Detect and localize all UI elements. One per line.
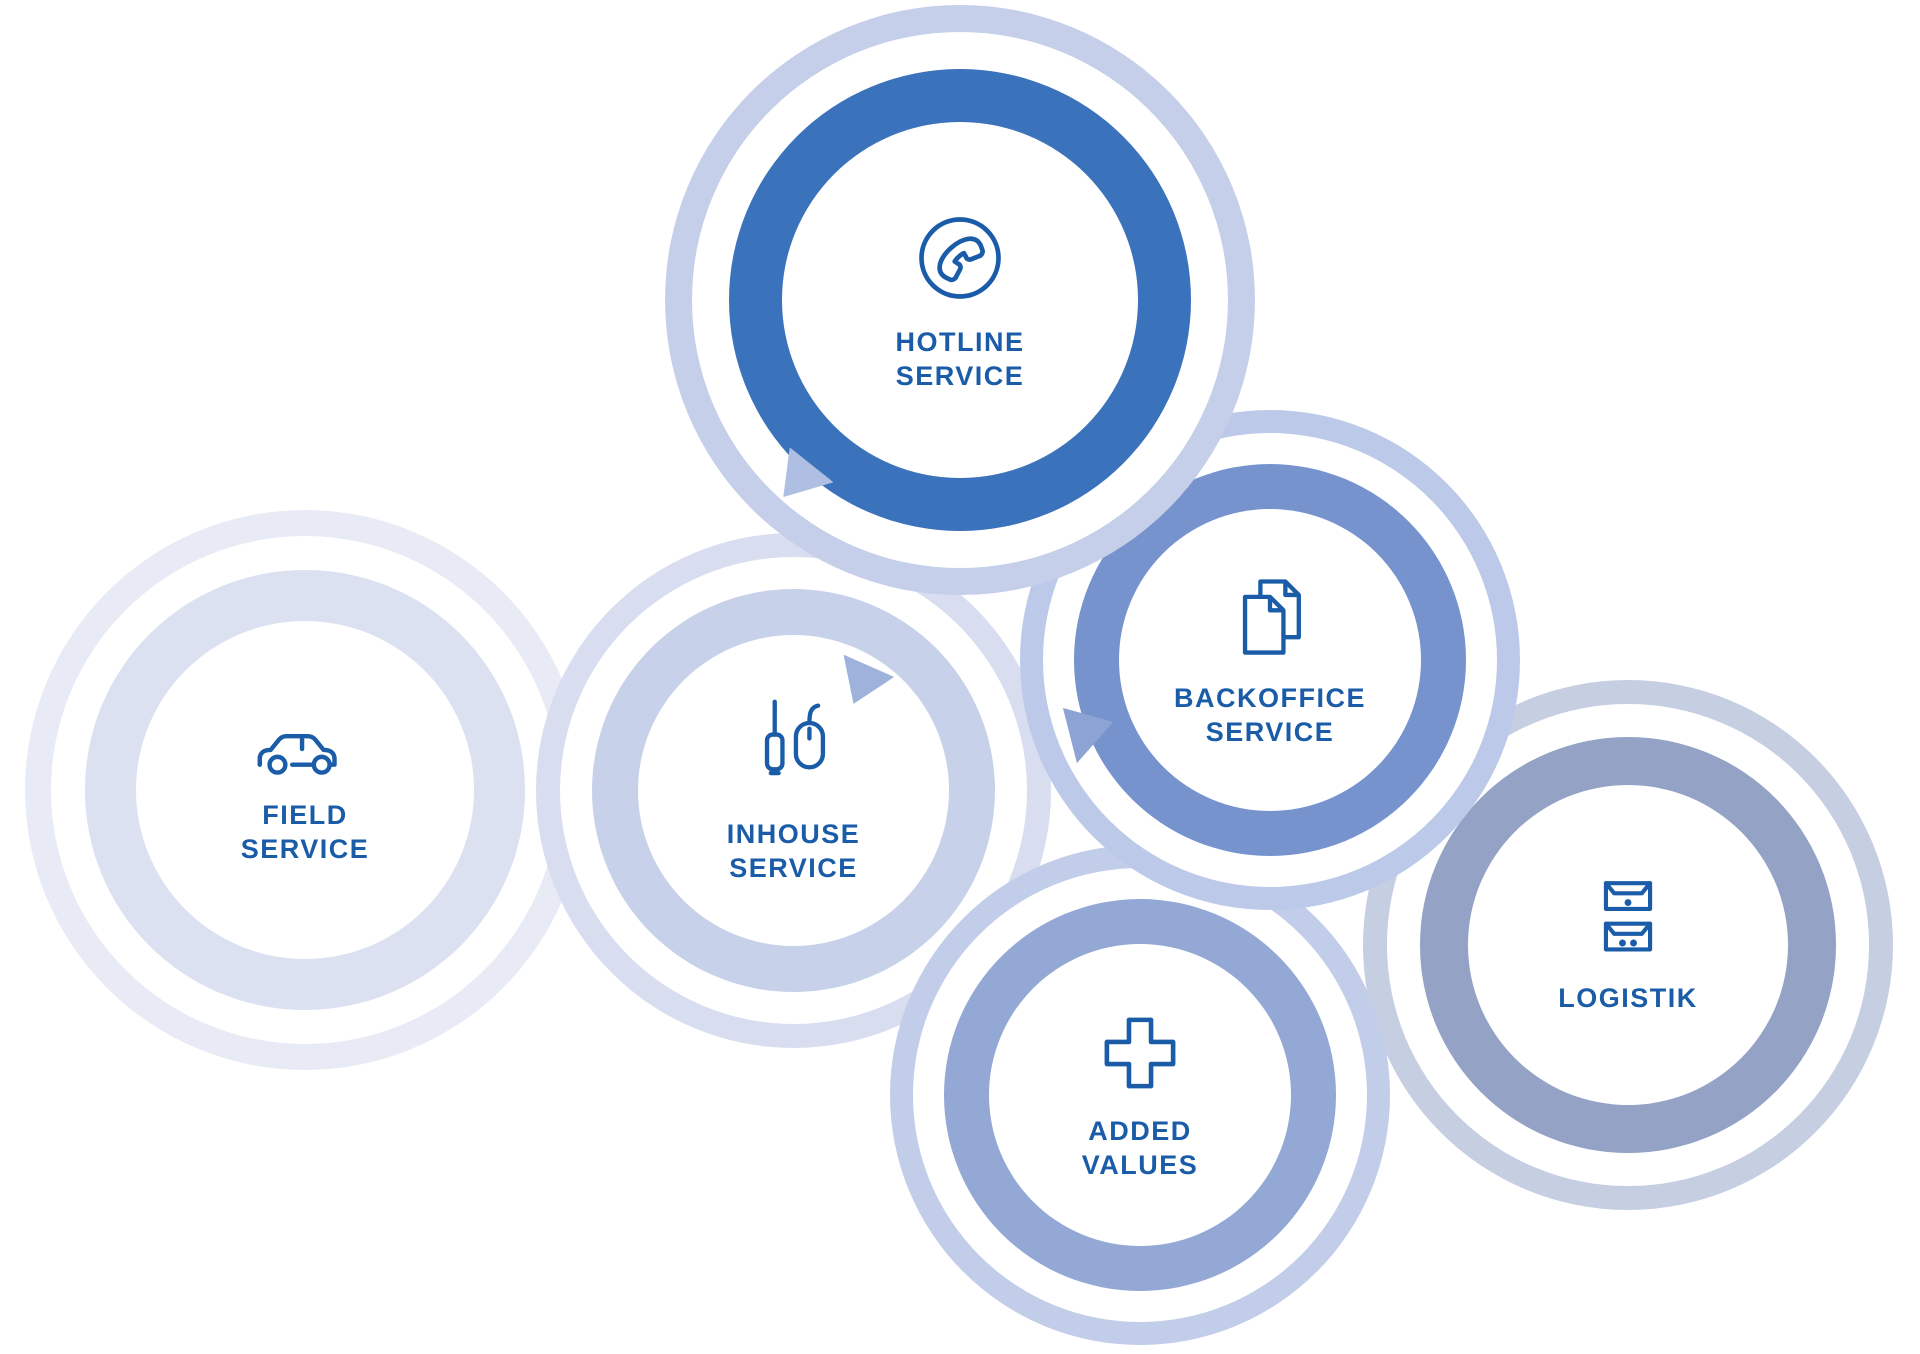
service-circle-added-values: ADDED VALUES xyxy=(890,845,1390,1345)
service-label-line1: BACKOFFICE xyxy=(1174,683,1366,714)
service-label: FIELD SERVICE xyxy=(241,799,370,867)
service-label-line1: INHOUSE xyxy=(726,818,861,849)
circle-center: INHOUSE SERVICE xyxy=(637,634,950,947)
circle-center: ADDED VALUES xyxy=(989,944,1291,1246)
service-label: INHOUSE SERVICE xyxy=(727,818,861,886)
service-label-line1: ADDED xyxy=(1088,1116,1192,1147)
tools-icon xyxy=(744,696,844,802)
phone-icon xyxy=(908,206,1012,310)
service-label: BACKOFFICE SERVICE xyxy=(1174,682,1366,750)
circle-center: HOTLINE SERVICE xyxy=(781,121,1139,479)
service-circle-inhouse-service: INHOUSE SERVICE xyxy=(536,533,1051,1048)
service-label: ADDED VALUES xyxy=(1082,1115,1199,1183)
service-label-line2: SERVICE xyxy=(729,852,858,883)
service-label: HOTLINE SERVICE xyxy=(896,326,1025,394)
circle-center: FIELD SERVICE xyxy=(135,620,475,960)
service-label-line1: HOTLINE xyxy=(895,327,1025,358)
service-label-line1: LOGISTIK xyxy=(1558,983,1698,1014)
plus-icon xyxy=(1094,1007,1186,1099)
documents-icon xyxy=(1222,570,1318,666)
service-circle-hotline-service: HOTLINE SERVICE xyxy=(665,5,1255,595)
circle-center: LOGISTIK xyxy=(1467,784,1789,1106)
service-label: LOGISTIK xyxy=(1558,982,1698,1016)
service-label-line2: VALUES xyxy=(1081,1150,1199,1180)
circle-center: BACKOFFICE SERVICE xyxy=(1119,509,1421,811)
boxes-icon xyxy=(1582,874,1674,966)
car-icon xyxy=(246,713,364,783)
service-label-line1: FIELD xyxy=(262,800,348,831)
service-label-line2: SERVICE xyxy=(1205,717,1335,747)
service-label-line2: SERVICE xyxy=(240,834,370,864)
service-circle-field-service: FIELD SERVICE xyxy=(25,510,585,1070)
service-label-line2: SERVICE xyxy=(895,361,1025,391)
